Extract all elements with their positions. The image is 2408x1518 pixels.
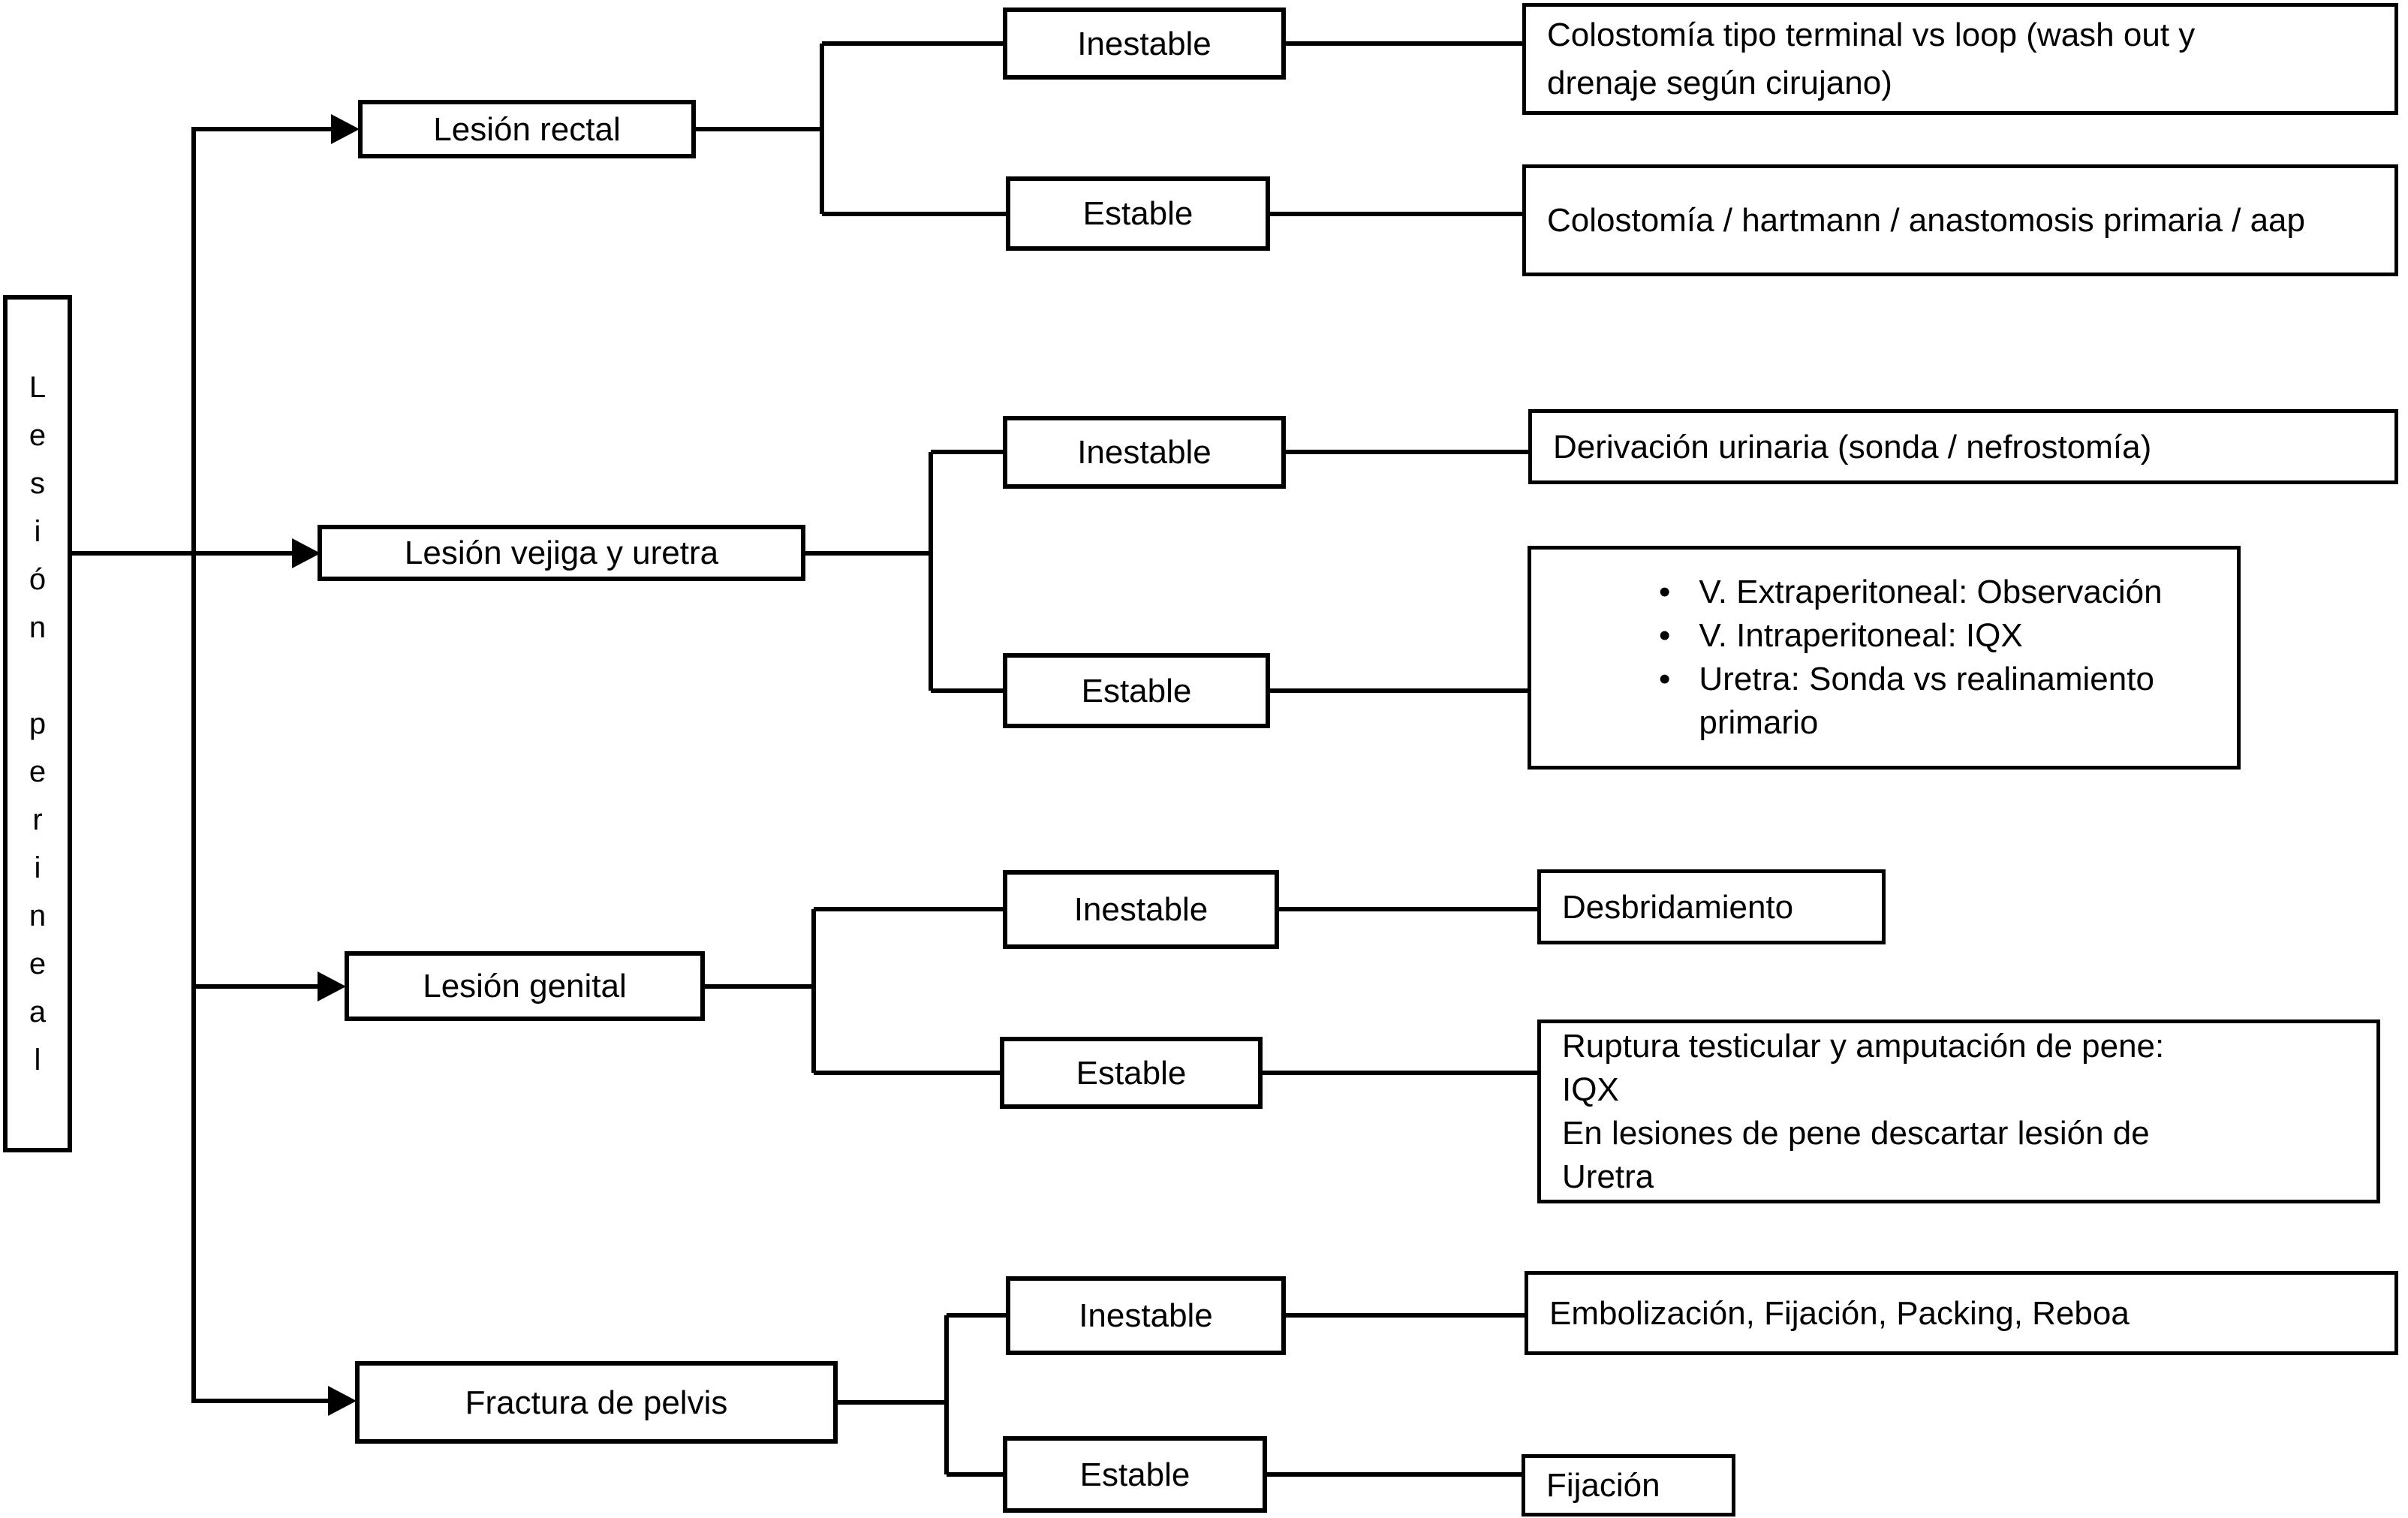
category-label: Fractura de pelvis bbox=[465, 1384, 728, 1421]
bullet-list-item: • V. Extraperitoneal: Observación bbox=[1659, 571, 2222, 614]
bullet-icon: • bbox=[1659, 661, 1671, 697]
stable-box-vejiga: Estable bbox=[1003, 653, 1270, 728]
outcome-box-rectal-stable: Colostomía / hartmann / anastomosis prim… bbox=[1522, 164, 2398, 276]
outcome-box-vejiga-stable: • V. Extraperitoneal: Observación • V. I… bbox=[1528, 546, 2241, 770]
outcome-text: Desbridamiento bbox=[1562, 888, 1794, 926]
bullet-icon: • bbox=[1659, 574, 1671, 610]
bullet-text: Uretra: Sonda vs realinamiento primario bbox=[1699, 661, 2154, 741]
category-box-lesion-genital: Lesión genital bbox=[345, 951, 705, 1021]
category-box-lesion-rectal: Lesión rectal bbox=[358, 100, 696, 158]
outcome-box-vejiga-unstable: Derivación urinaria (sonda / nefrostomía… bbox=[1528, 409, 2398, 484]
unstable-label: Inestable bbox=[1073, 891, 1209, 928]
bullet-text: V. Intraperitoneal: IQX bbox=[1699, 617, 2023, 654]
bullet-list-item: • V. Intraperitoneal: IQX bbox=[1659, 614, 2222, 658]
unstable-box-pelvis: Inestable bbox=[1006, 1276, 1286, 1355]
stable-box-pelvis: Estable bbox=[1003, 1436, 1267, 1513]
category-box-lesion-vejiga-uretra: Lesión vejiga y uretra bbox=[318, 525, 805, 581]
outcome-box-pelvis-unstable: Embolización, Fijación, Packing, Reboa bbox=[1525, 1271, 2398, 1355]
arrow-right-icon bbox=[328, 1386, 357, 1416]
outcome-box-rectal-unstable: Colostomía tipo terminal vs loop (wash o… bbox=[1522, 3, 2398, 115]
outcome-box-pelvis-stable: Fijación bbox=[1522, 1454, 1735, 1516]
stable-label: Estable bbox=[1082, 195, 1193, 232]
root-node-label: L e s i ó n p e r i n e a l bbox=[29, 371, 47, 1077]
category-label: Lesión genital bbox=[423, 968, 627, 1004]
stable-label: Estable bbox=[1079, 1456, 1190, 1493]
bullet-icon: • bbox=[1659, 617, 1671, 654]
outcome-text: Embolización, Fijación, Packing, Reboa bbox=[1549, 1294, 2130, 1332]
outcome-box-genital-unstable: Desbridamiento bbox=[1537, 869, 1886, 944]
unstable-label: Inestable bbox=[1077, 25, 1212, 62]
unstable-label: Inestable bbox=[1077, 434, 1212, 471]
stable-label: Estable bbox=[1076, 1054, 1187, 1092]
unstable-box-rectal: Inestable bbox=[1003, 8, 1286, 80]
outcome-text: Derivación urinaria (sonda / nefrostomía… bbox=[1553, 428, 2152, 465]
unstable-box-vejiga: Inestable bbox=[1003, 416, 1286, 489]
bullet-list-item: • Uretra: Sonda vs realinamiento primari… bbox=[1659, 658, 2222, 745]
category-label: Lesión vejiga y uretra bbox=[404, 535, 719, 571]
arrow-right-icon bbox=[292, 538, 321, 568]
category-label: Lesión rectal bbox=[433, 110, 621, 148]
category-box-fractura-pelvis: Fractura de pelvis bbox=[355, 1361, 838, 1444]
unstable-label: Inestable bbox=[1079, 1297, 1213, 1334]
arrowhead-icons bbox=[292, 114, 360, 1416]
arrow-right-icon bbox=[331, 114, 360, 144]
outcome-box-genital-stable: Ruptura testicular y amputación de pene:… bbox=[1537, 1020, 2380, 1203]
outcome-text: Ruptura testicular y amputación de pene:… bbox=[1562, 1027, 2165, 1195]
root-node-lesion-perineal: L e s i ó n p e r i n e a l bbox=[3, 295, 72, 1152]
stable-box-rectal: Estable bbox=[1006, 176, 1270, 251]
outcome-text: Colostomía / hartmann / anastomosis prim… bbox=[1547, 202, 2306, 239]
bullet-text: V. Extraperitoneal: Observación bbox=[1699, 574, 2163, 610]
unstable-box-genital: Inestable bbox=[1003, 870, 1279, 949]
stable-box-genital: Estable bbox=[1000, 1037, 1263, 1109]
outcome-text: Colostomía tipo terminal vs loop (wash o… bbox=[1547, 16, 2196, 101]
outcome-text: Fijación bbox=[1546, 1467, 1660, 1504]
arrow-right-icon bbox=[318, 971, 346, 1001]
stable-label: Estable bbox=[1081, 672, 1192, 709]
